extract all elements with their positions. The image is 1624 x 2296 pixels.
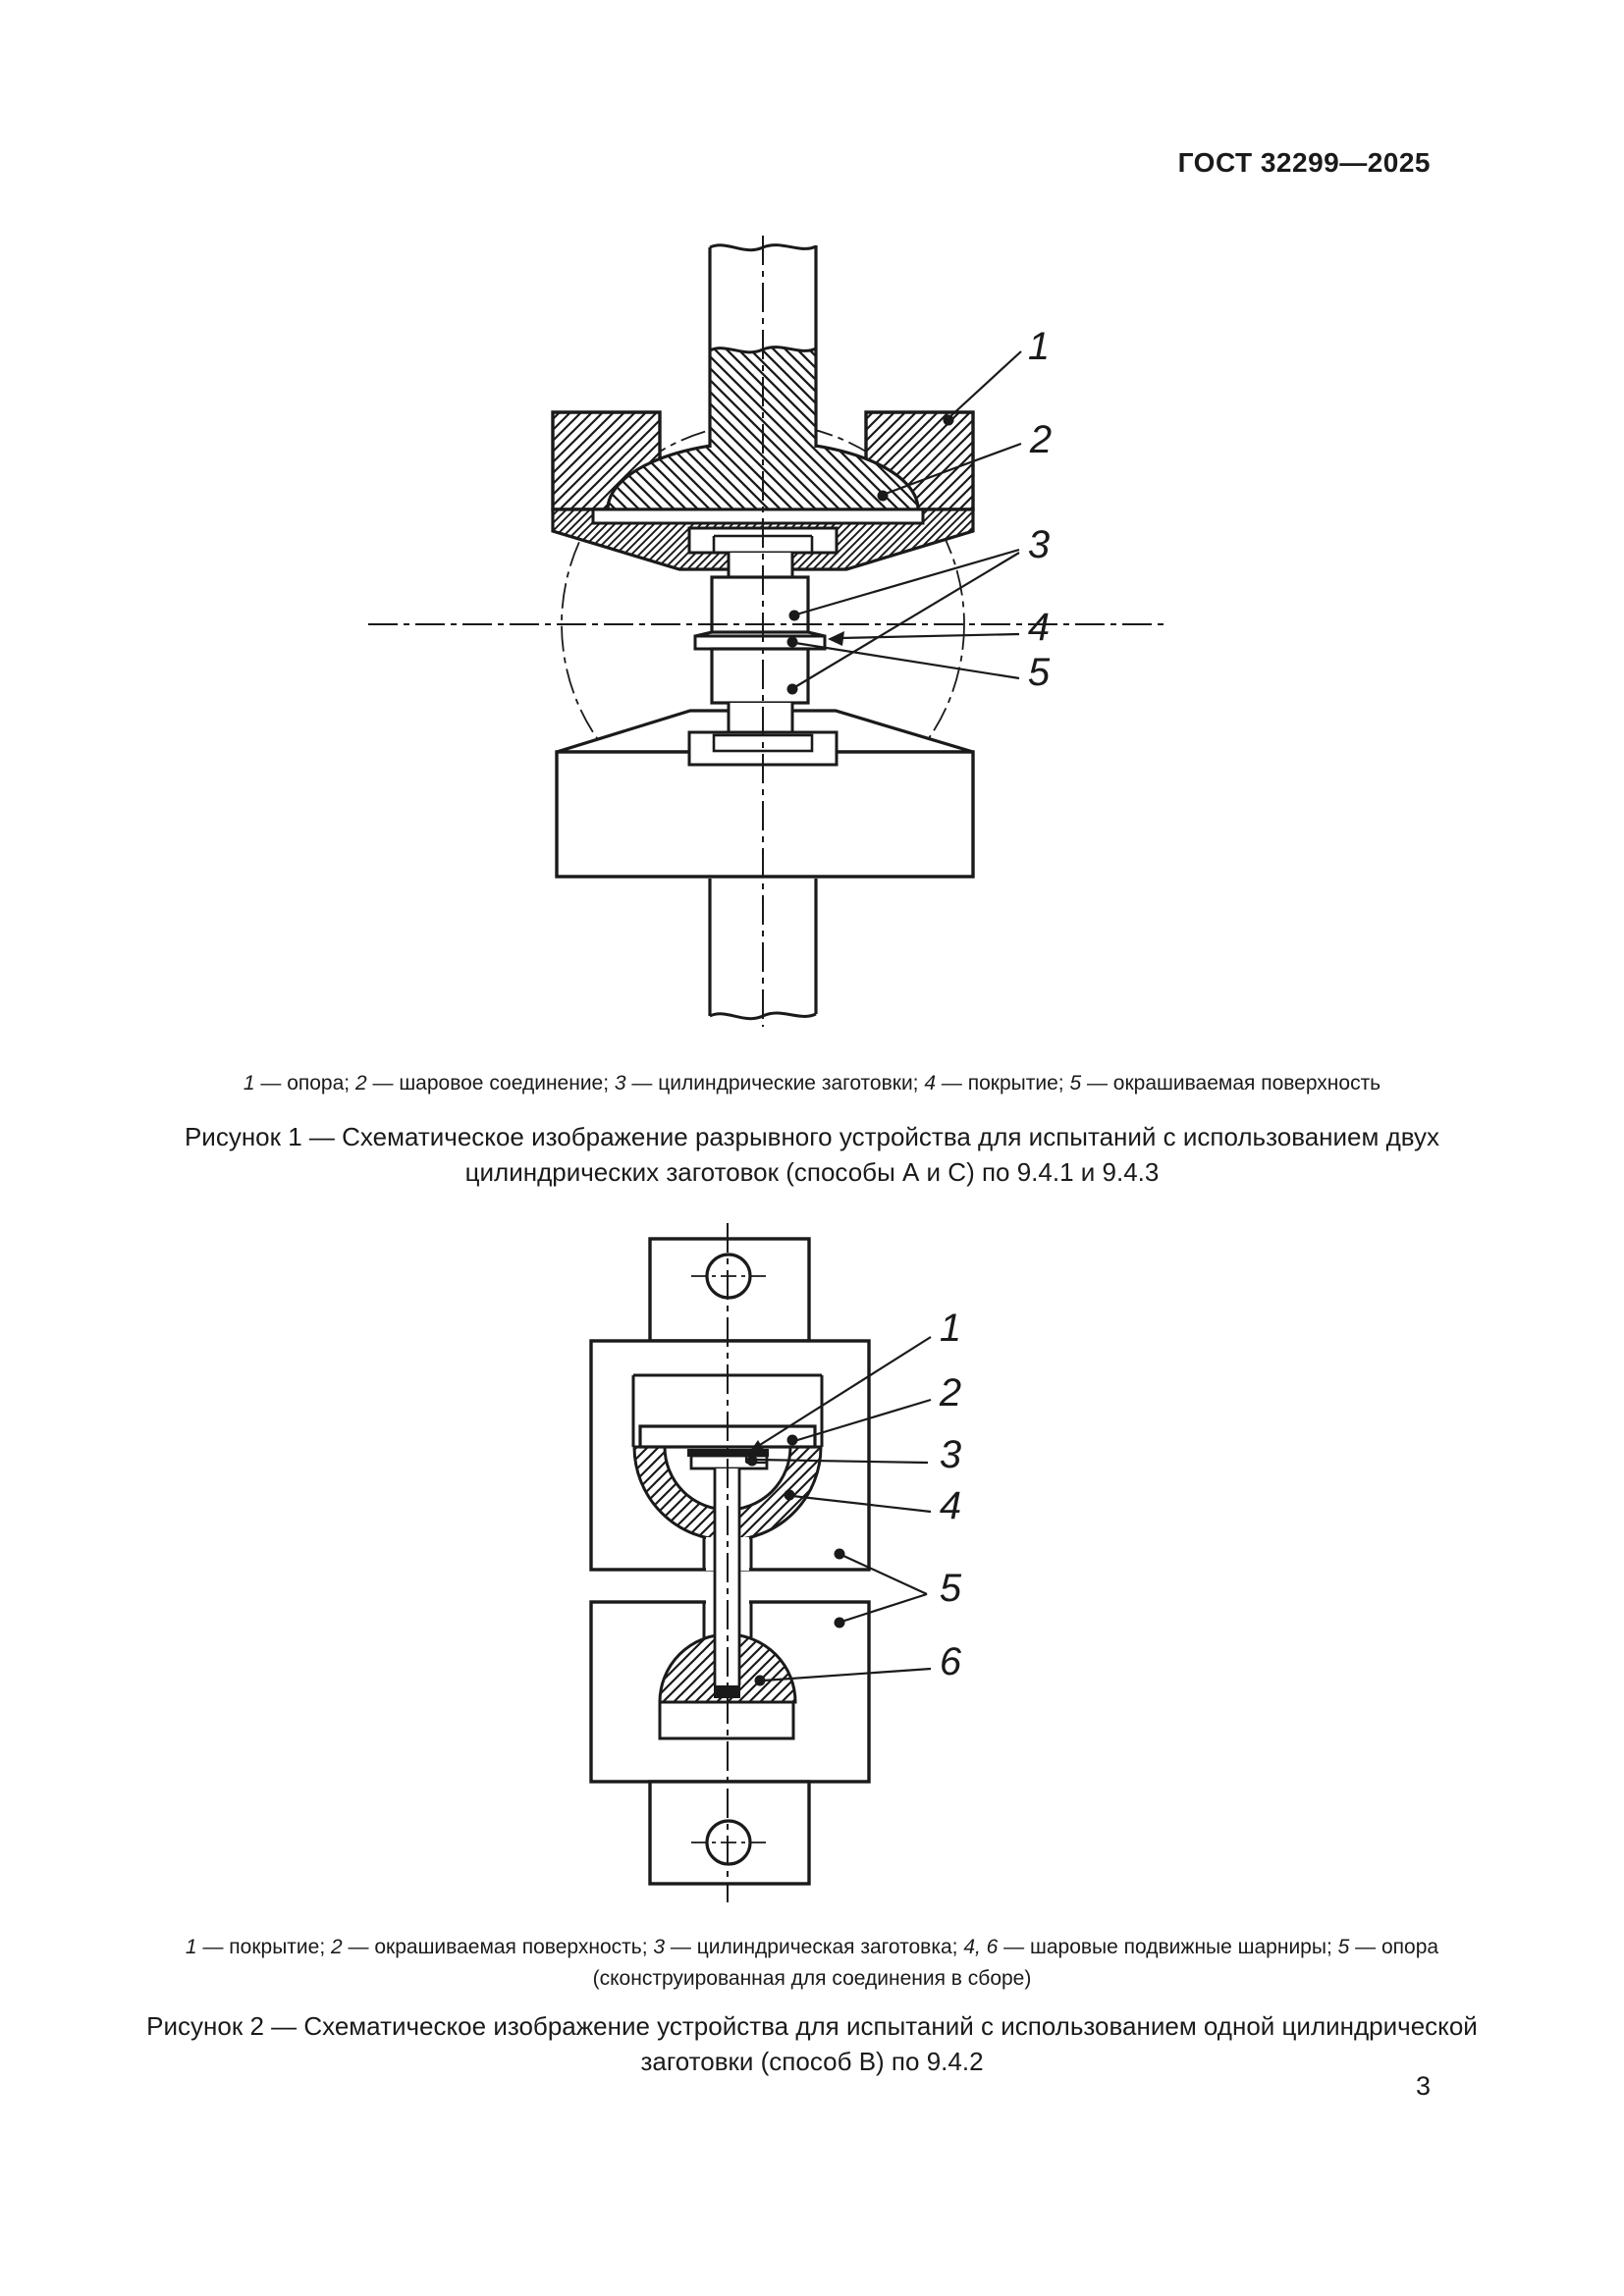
fig2-callout-3: 3: [940, 1433, 961, 1476]
figure2-legend-line2: (сконструированная для соединения в сбор…: [592, 1967, 1032, 1990]
fig2-callout-2: 2: [939, 1371, 961, 1415]
figure2-legend-line1: 1 — покрытие; 2 — окрашиваемая поверхнос…: [185, 1936, 1439, 1958]
figure2-caption: Рисунок 2 — Схематическое изображение ус…: [59, 2008, 1565, 2079]
figure1-caption: Рисунок 1 — Схематическое изображение ра…: [59, 1119, 1565, 1190]
fig1-callout-2: 2: [1029, 418, 1052, 461]
fig2-callout-1: 1: [940, 1307, 961, 1350]
figure1-drawing: 1 2 3 4 5: [368, 236, 1164, 1027]
fig2-bottom-tab: [648, 1780, 811, 1886]
figure2-legend: 1 — покрытие; 2 — окрашиваемая поверхнос…: [59, 1932, 1565, 1995]
fig1-painted-panel: [693, 634, 827, 651]
fig1-ball-seat-plate: [591, 507, 925, 525]
figure2-caption-line2: заготовки (способ B) по 9.4.2: [640, 2047, 984, 2076]
header-standard-number: ГОСТ 32299—2025: [1177, 147, 1431, 178]
fig2-callout-5: 5: [940, 1567, 962, 1610]
fig1-callout-1: 1: [1028, 325, 1050, 368]
fig1-lower-grip: [555, 703, 975, 879]
fig1-callout-4: 4: [1028, 606, 1050, 649]
fig1-centerlines: [368, 236, 1164, 1027]
page-number: 3: [1415, 2071, 1431, 2101]
figure1-caption-line2: цилиндрических заготовок (способы А и С)…: [464, 1157, 1160, 1187]
fig2-callout-leaders: [746, 1336, 932, 1686]
fig1-upper-test-cylinder: [694, 575, 826, 638]
figure1-caption-line1: Рисунок 1 — Схематическое изображение ра…: [184, 1122, 1440, 1151]
fig1-callout-labels: 1 2 3 4 5: [1028, 325, 1052, 694]
fig1-lower-test-cylinder: [710, 647, 810, 705]
fig2-top-tab: [648, 1237, 811, 1343]
fig2-callout-labels: 1 2 3 4 5 6: [939, 1307, 962, 1683]
fig1-callout-5: 5: [1028, 651, 1051, 694]
fig2-callout-4: 4: [940, 1484, 961, 1527]
fig1-callout-leaders: [786, 350, 1022, 695]
fig1-callout-3: 3: [1028, 523, 1050, 566]
figure2-caption-line1: Рисунок 2 — Схематическое изображение ус…: [146, 2011, 1478, 2041]
figure2-drawing: 1 2 3 4 5 6: [589, 1223, 962, 1902]
fig2-callout-6: 6: [940, 1640, 962, 1683]
figure1-legend: 1 — опора; 2 — шаровое соединение; 3 — ц…: [243, 1072, 1381, 1095]
